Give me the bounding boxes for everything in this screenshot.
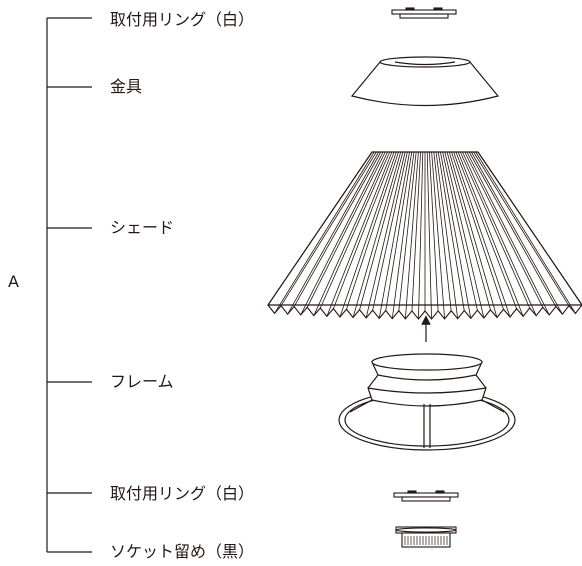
group-label-a: A [8, 272, 19, 291]
frame-icon [338, 353, 516, 451]
part-label-fitting: 金具 [110, 77, 143, 96]
part-label-frame: フレーム [110, 372, 174, 391]
part-label-shade: シェード [110, 218, 175, 237]
mounting-ring-icon [391, 7, 457, 19]
fitting-icon [350, 56, 500, 107]
bracket [46, 17, 92, 553]
part-label-mounting-ring-bottom: 取付用リング（白） [110, 484, 255, 503]
pleated-shade-icon [266, 151, 582, 320]
part-label-socket-retainer: ソケット留め（黒） [110, 542, 255, 561]
mounting-ring-icon [393, 490, 459, 502]
socket-retainer-icon [395, 526, 457, 548]
part-label-mounting-ring-top: 取付用リング（白） [110, 10, 255, 29]
